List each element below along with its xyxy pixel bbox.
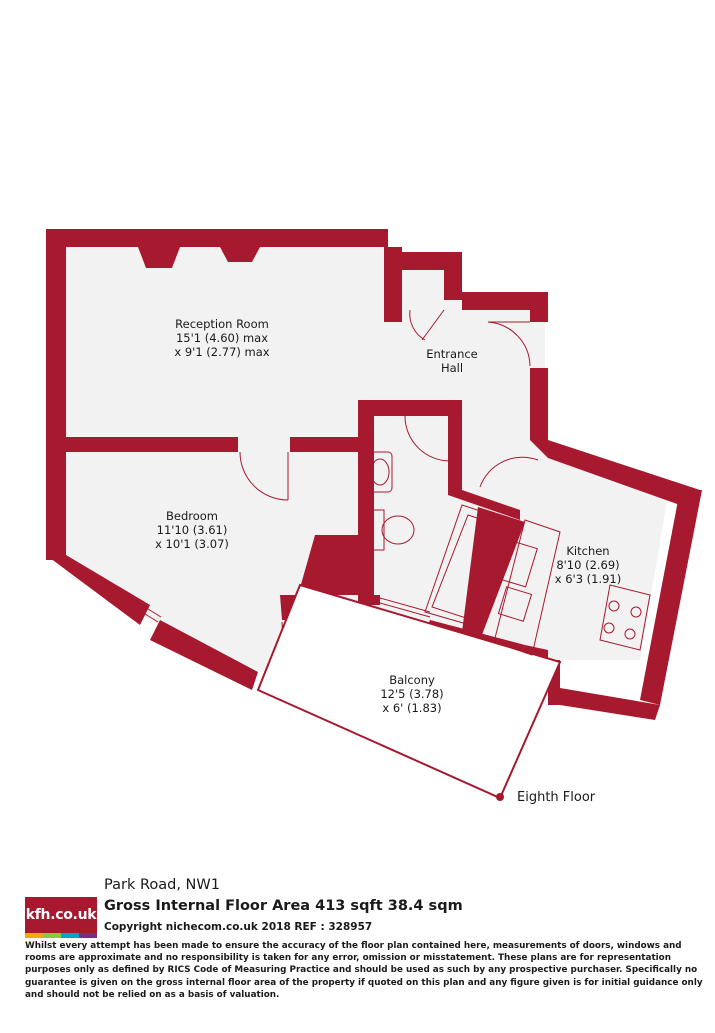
reception-name: Reception Room (175, 317, 269, 331)
kitchen-dim2: x 6'3 (1.91) (555, 572, 622, 586)
logo-stripe-1 (25, 933, 43, 938)
balcony-dim2: x 6' (1.83) (382, 701, 441, 715)
reception-dim2: x 9'1 (2.77) max (174, 345, 269, 359)
fixtures (367, 451, 651, 656)
logo-stripe-3 (61, 933, 79, 938)
logo-stripe-2 (43, 933, 61, 938)
logo-stripes (25, 933, 97, 938)
disclaimer: Whilst every attempt has been made to en… (25, 941, 703, 1000)
windows (57, 300, 557, 669)
logo-stripe-4 (79, 933, 97, 938)
bedroom-dim1: 11'10 (3.61) (157, 523, 228, 537)
balcony-name: Balcony (389, 673, 435, 687)
kitchen-dim1: 8'10 (2.69) (556, 558, 619, 572)
copyright-line: Copyright nichecom.co.uk 2018 REF : 3289… (104, 921, 373, 933)
floor-area-summary: Gross Internal Floor Area 413 sqft 38.4 … (104, 898, 463, 914)
property-address: Park Road, NW1 (104, 877, 220, 893)
kitchen-name: Kitchen (566, 544, 609, 558)
bedroom-dim2: x 10'1 (3.07) (155, 537, 229, 551)
hall-name: Entrance (426, 347, 478, 361)
bedroom-name: Bedroom (166, 509, 218, 523)
floor-label: Eighth Floor (517, 790, 596, 805)
hall-name-2: Hall (441, 361, 463, 375)
balcony-dim1: 12'5 (3.78) (380, 687, 443, 701)
reception-dim1: 15'1 (4.60) max (176, 331, 268, 345)
balcony-corner-marker (496, 793, 504, 801)
kfh-logo: kfh.co.uk (25, 897, 97, 933)
floor-plan: Reception Room 15'1 (4.60) max x 9'1 (2.… (46, 229, 702, 805)
